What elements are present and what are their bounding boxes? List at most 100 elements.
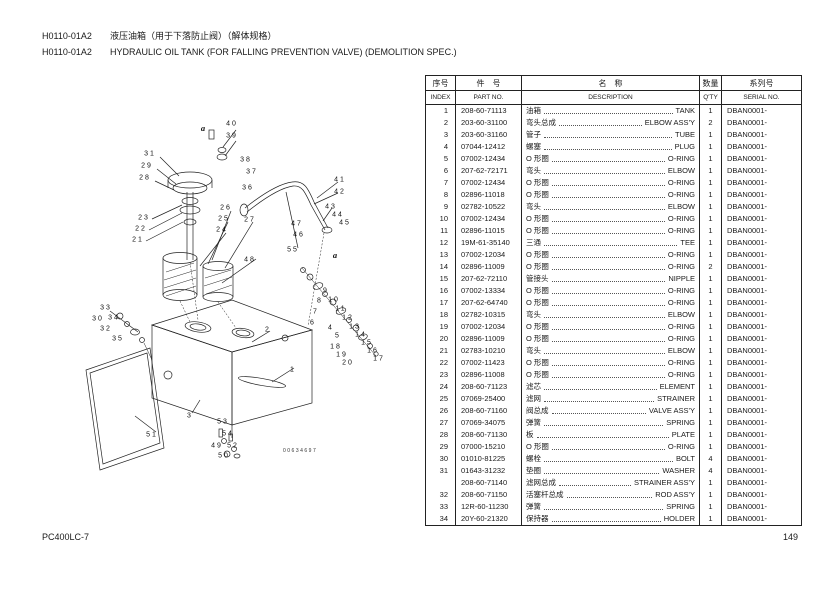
callout-label: 45 bbox=[339, 219, 351, 227]
cell-part-no: 02783-10210 bbox=[455, 345, 522, 357]
cell-qty: 2 bbox=[699, 261, 722, 273]
description-zh: O 形圈 bbox=[526, 190, 549, 199]
callout-label: 4 bbox=[328, 324, 334, 332]
cell-serial: DBAN0001- bbox=[721, 117, 802, 129]
callout-label: 36 bbox=[242, 184, 254, 192]
dot-leader bbox=[551, 449, 665, 450]
cell-serial: DBAN0001- bbox=[721, 213, 802, 225]
cell-part-no: 02896-11018 bbox=[455, 189, 522, 201]
description-zh: 管子 bbox=[526, 130, 541, 139]
callout-label: 35 bbox=[112, 335, 124, 343]
callout-label: 49 bbox=[211, 442, 223, 450]
dot-leader bbox=[551, 161, 665, 162]
description-zh: 活塞杆总成 bbox=[526, 490, 564, 499]
description-en: O-RING bbox=[667, 298, 695, 307]
cell-serial: DBAN0001- bbox=[721, 225, 802, 237]
dot-leader bbox=[551, 521, 661, 522]
cell-part-no: 07002-12434 bbox=[455, 177, 522, 189]
cell-qty: 2 bbox=[699, 117, 722, 129]
description-en: STRAINER ASS'Y bbox=[633, 478, 695, 487]
cell-part-no: 02896-11015 bbox=[455, 225, 522, 237]
description-en: NIPPLE bbox=[668, 274, 695, 283]
cell-serial: DBAN0001- bbox=[721, 129, 802, 141]
description-zh: 弯头 bbox=[526, 310, 541, 319]
cell-qty: 1 bbox=[699, 477, 722, 489]
callout-label: 14 bbox=[355, 331, 367, 339]
cell-index: 19 bbox=[425, 321, 456, 333]
callout-label: 3 bbox=[187, 412, 193, 420]
cell-part-no: 01010-81225 bbox=[455, 453, 522, 465]
callout-label: 38 bbox=[240, 156, 252, 164]
cell-part-no: 207-62-72171 bbox=[455, 165, 522, 177]
callout-label: 7 bbox=[313, 308, 319, 316]
cell-index: 18 bbox=[425, 309, 456, 321]
cell-part-no: 07002-12434 bbox=[455, 213, 522, 225]
description-zh: 阀总成 bbox=[526, 406, 549, 415]
description-en: O-RING bbox=[667, 214, 695, 223]
cell-index: 12 bbox=[425, 237, 456, 249]
description-en: O-RING bbox=[667, 322, 695, 331]
cell-part-no: 208-60-71113 bbox=[455, 104, 522, 117]
dot-leader bbox=[544, 245, 678, 246]
dot-leader bbox=[544, 137, 672, 138]
dot-leader bbox=[544, 389, 657, 390]
description-zh: 弯头 bbox=[526, 346, 541, 355]
description-zh: 弹簧 bbox=[526, 502, 541, 511]
cell-serial: DBAN0001- bbox=[721, 104, 802, 117]
parts-table-header: 序号 件 号 名 称 数量 系列号 INDEX PART NO. DESCRIP… bbox=[425, 75, 802, 105]
cell-serial: DBAN0001- bbox=[721, 405, 802, 417]
callout-label: 48 bbox=[244, 256, 256, 264]
cell-serial: DBAN0001- bbox=[721, 285, 802, 297]
dot-leader bbox=[544, 113, 673, 114]
cell-part-no: 02896-11009 bbox=[455, 333, 522, 345]
description-zh: 滤网总成 bbox=[526, 478, 556, 487]
description-zh: 管接头 bbox=[526, 274, 549, 283]
callout-label: 41 bbox=[334, 176, 346, 184]
description-zh: 弹簧 bbox=[526, 418, 541, 427]
dot-leader bbox=[551, 233, 665, 234]
cell-index: 22 bbox=[425, 357, 456, 369]
callout-label: 55 bbox=[287, 246, 299, 254]
dot-leader bbox=[536, 437, 669, 438]
cell-part-no: 208-60-71123 bbox=[455, 381, 522, 393]
cell-part-no: 208-60-71160 bbox=[455, 405, 522, 417]
header-part-zh: 件 号 bbox=[455, 75, 522, 91]
description-en: SPRING bbox=[666, 502, 695, 511]
cell-part-no: 02782-10315 bbox=[455, 309, 522, 321]
cell-part-no: 07002-12034 bbox=[455, 249, 522, 261]
cell-qty: 4 bbox=[699, 465, 722, 477]
callout-label: 30 bbox=[92, 315, 104, 323]
description-en: O-RING bbox=[667, 370, 695, 379]
cell-serial: DBAN0001- bbox=[721, 345, 802, 357]
callout-label: 16 bbox=[367, 347, 379, 355]
description-en: O-RING bbox=[667, 250, 695, 259]
cell-part-no: 203-60-31100 bbox=[455, 117, 522, 129]
cell-qty: 1 bbox=[699, 501, 722, 513]
description-zh: 螺塞 bbox=[526, 142, 541, 151]
description-en: ELBOW bbox=[667, 310, 695, 319]
cell-part-no: 203-60-31160 bbox=[455, 129, 522, 141]
cell-serial: DBAN0001- bbox=[721, 201, 802, 213]
cell-qty: 1 bbox=[699, 321, 722, 333]
cell-index: 34 bbox=[425, 513, 456, 526]
